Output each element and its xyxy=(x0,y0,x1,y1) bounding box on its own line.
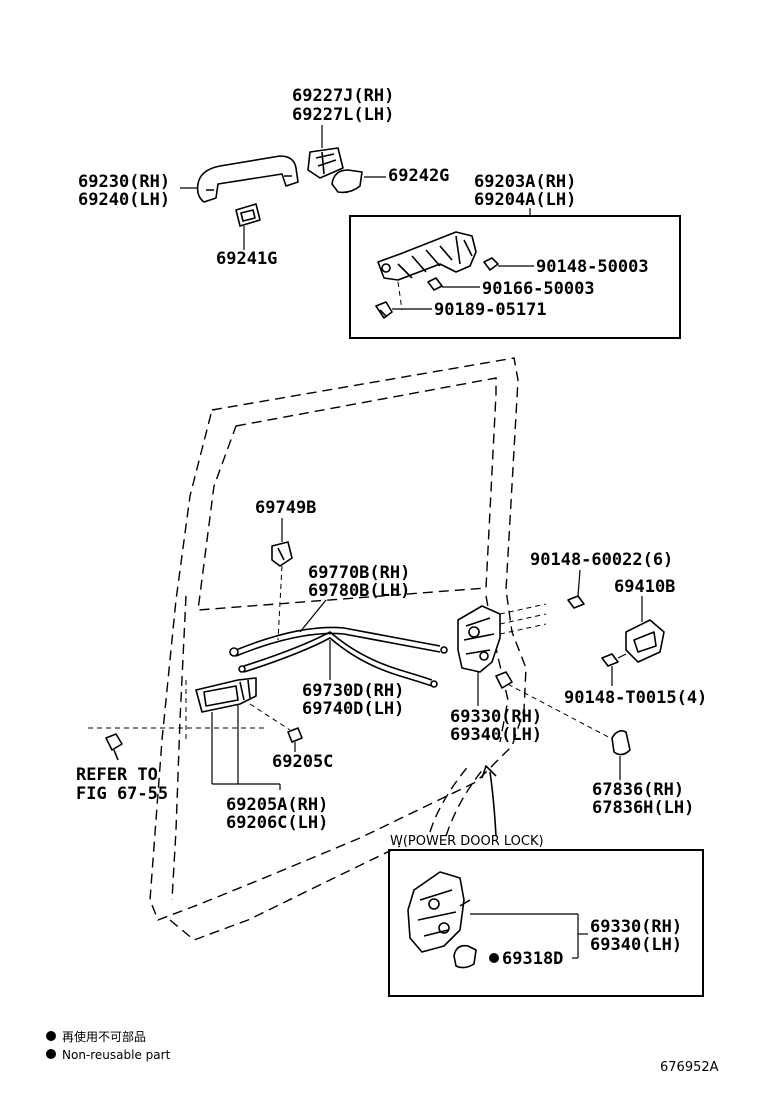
label-69227j: 69227J(RH) xyxy=(292,86,394,106)
part-pad-69241g xyxy=(235,203,261,227)
door-outline-inner xyxy=(169,845,401,941)
dashed-arrow-left xyxy=(429,763,471,833)
label-69780b: 69780B(LH) xyxy=(308,581,410,601)
dashed-line-lock-1 xyxy=(499,603,547,615)
part-gasket-69242g xyxy=(331,169,363,194)
dashed-line-69205c xyxy=(249,703,291,731)
label-69330-box: 69330(RH) xyxy=(590,917,682,937)
dashed-line-lock-3 xyxy=(499,623,547,635)
label-69330: 69330(RH) xyxy=(450,707,542,727)
figure-code: 676952A xyxy=(660,1060,719,1075)
part-screw-90166-50003 xyxy=(427,277,443,291)
label-67836h: 67836H(LH) xyxy=(592,798,694,818)
label-69205c: 69205C xyxy=(272,752,333,772)
part-cable-69730d xyxy=(238,631,438,688)
part-outside-handle xyxy=(196,155,299,203)
part-cover-69318d xyxy=(453,944,477,969)
part-screw-69205c xyxy=(287,727,303,743)
part-screw-90148-t0015 xyxy=(601,653,619,667)
label-69340-box: 69340(LH) xyxy=(590,935,682,955)
label-69318d: 69318D xyxy=(502,949,563,969)
part-clip-69749b xyxy=(271,541,293,567)
legend-dot-japanese xyxy=(46,1031,56,1041)
part-screw-refer xyxy=(105,733,123,761)
part-screw-90148-60022 xyxy=(567,595,585,609)
label-fig-67-55: FIG 67-55 xyxy=(76,784,168,804)
dashed-line-69749b xyxy=(277,565,283,641)
door-edge-left xyxy=(171,595,187,901)
label-69410b: 69410B xyxy=(614,577,675,597)
label-69240: 69240(LH) xyxy=(78,190,170,210)
label-67836: 67836(RH) xyxy=(592,780,684,800)
part-clip-90189-05171 xyxy=(375,301,393,319)
legend-dot-english xyxy=(46,1049,56,1059)
legend-japanese: 再使用不可部品 xyxy=(62,1029,146,1044)
part-striker-69410b xyxy=(625,619,665,663)
label-69203a: 69203A(RH) xyxy=(474,172,576,192)
label-69227l: 69227L(LH) xyxy=(292,105,394,125)
leader-90148-60022 xyxy=(577,569,581,597)
label-90189-05171: 90189-05171 xyxy=(434,300,547,320)
power-door-lock-box xyxy=(388,849,704,997)
leader-69770b xyxy=(299,599,327,633)
label-69206c: 69206C(LH) xyxy=(226,813,328,833)
label-refer-to: REFER TO xyxy=(76,765,158,785)
dashed-line-frame xyxy=(397,281,403,311)
label-90166-50003: 90166-50003 xyxy=(482,279,595,299)
dashed-arrow-left-2 xyxy=(445,767,485,837)
part-door-lock xyxy=(457,605,501,673)
part-bolt-90148-50003 xyxy=(483,257,499,271)
dashed-line-lock-2 xyxy=(499,613,547,625)
dashed-line-67836 xyxy=(499,679,615,741)
door-outline-outer xyxy=(149,357,527,921)
part-handle-cap xyxy=(307,147,344,179)
part-inside-handle xyxy=(195,677,257,713)
door-window-outline xyxy=(197,377,497,611)
legend-english: Non-reusable part xyxy=(62,1048,171,1062)
label-69340: 69340(LH) xyxy=(450,725,542,745)
frame-assembly-box xyxy=(349,215,681,339)
label-90148-t0015: 90148-T0015(4) xyxy=(564,688,707,708)
part-door-lock-power xyxy=(407,871,471,953)
part-grommet-67836 xyxy=(611,730,631,756)
label-power-door-lock: W(POWER DOOR LOCK) xyxy=(390,834,544,849)
label-69770b: 69770B(RH) xyxy=(308,563,410,583)
part-seal-door xyxy=(495,671,513,689)
label-69205a: 69205A(RH) xyxy=(226,795,328,815)
part-handle-frame xyxy=(377,231,477,281)
label-69230: 69230(RH) xyxy=(78,172,170,192)
part-cable-69770b xyxy=(229,626,448,657)
label-69242g: 69242G xyxy=(388,166,449,186)
arrow-head-up xyxy=(481,765,497,837)
label-90148-50003: 90148-50003 xyxy=(536,257,649,277)
label-69241g: 69241G xyxy=(216,249,277,269)
label-69740d: 69740D(LH) xyxy=(302,699,404,719)
label-69204a: 69204A(LH) xyxy=(474,190,576,210)
label-69749b: 69749B xyxy=(255,498,316,518)
non-reusable-dot-69318d xyxy=(489,953,499,963)
leader-striker-screw xyxy=(617,653,627,659)
label-90148-60022: 90148-60022(6) xyxy=(530,550,673,570)
label-69730d: 69730D(RH) xyxy=(302,681,404,701)
